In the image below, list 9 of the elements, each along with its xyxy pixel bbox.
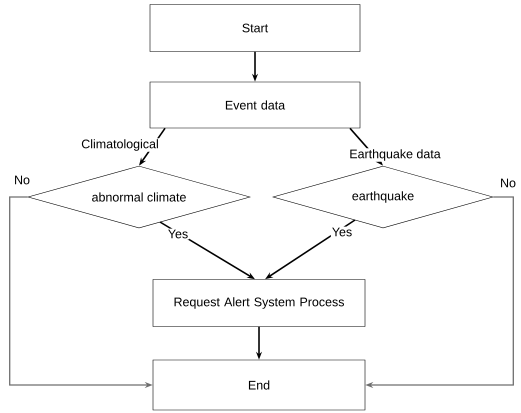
edge-label: Climatological bbox=[80, 138, 160, 152]
edge-label: Yes bbox=[166, 228, 190, 240]
process-box: Start bbox=[150, 4, 360, 52]
process-box: Request Alert System Process bbox=[152, 279, 366, 327]
edge-label: No bbox=[499, 178, 517, 188]
process-box: Event data bbox=[150, 82, 360, 128]
process-box: End bbox=[152, 360, 366, 410]
edge-label: Earthquake data bbox=[348, 148, 442, 162]
edge-label: Yes bbox=[330, 226, 354, 238]
